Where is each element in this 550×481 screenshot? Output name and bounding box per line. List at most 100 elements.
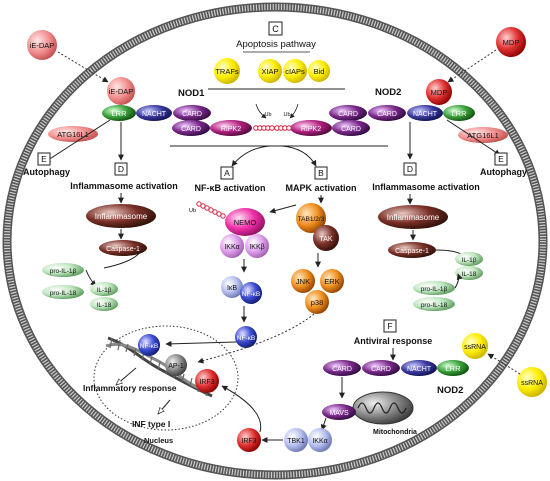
svg-text:NF-κB: NF-κB — [242, 291, 260, 298]
svg-text:TAK: TAK — [319, 236, 332, 243]
svg-text:B: B — [318, 168, 324, 178]
ap1-node: AP-1 — [165, 354, 187, 376]
svg-text:NF-κB: NF-κB — [237, 335, 255, 342]
svg-text:CARD: CARD — [182, 111, 202, 118]
mdp-outside: MDP — [496, 27, 526, 57]
ub-label-left: Ub — [264, 112, 271, 118]
svg-text:IL-1β: IL-1β — [462, 257, 477, 264]
irf3-node-nucleus: IRF3 — [195, 369, 219, 393]
ub-label-nemo: Ub — [189, 208, 196, 214]
svg-text:pro-IL-1β: pro-IL-1β — [50, 268, 77, 275]
pro-il1b-right: pro-IL-1β — [413, 281, 455, 295]
il1b-left: IL-1β — [90, 282, 118, 296]
bid-node: Bid — [308, 60, 330, 82]
inflammasome-activation-right-label: Inflammasome activation — [372, 182, 480, 192]
ikb-node: IκB — [221, 276, 243, 298]
autophagy-right-label: Autophagy — [480, 167, 527, 177]
inflammatory-response-label: Inflammatory response — [83, 383, 177, 393]
trafs-node: TRAFs — [214, 58, 240, 84]
pro-il18-left: pro-IL-18 — [42, 285, 84, 299]
svg-text:NEMO: NEMO — [234, 218, 257, 227]
p38-node: p38 — [305, 290, 329, 314]
box-e-right — [494, 152, 508, 166]
nod2-antiviral-label: NOD2 — [437, 385, 463, 396]
svg-text:TAB1/2/3: TAB1/2/3 — [298, 216, 325, 223]
svg-text:LRR: LRR — [451, 109, 467, 118]
mavs-node: MAVS — [322, 404, 356, 420]
nod1-lrr: LRR — [102, 105, 136, 121]
ssrna-outside: ssRNA — [517, 367, 547, 397]
nod1-card-bottom: CARD — [172, 120, 210, 136]
atg16l1-right: ATG16L1 — [458, 127, 508, 143]
svg-text:NACHT: NACHT — [407, 366, 432, 373]
box-c-label: C — [272, 24, 279, 34]
ub-label-right: Ub — [283, 112, 290, 118]
svg-text:CARD: CARD — [377, 111, 397, 118]
svg-text:IKKβ: IKKβ — [249, 244, 264, 251]
nod2-card-2: CARD — [368, 105, 406, 121]
pro-il18-right: pro-IL-18 — [413, 297, 455, 311]
svg-text:D: D — [407, 164, 413, 174]
svg-text:IRF3: IRF3 — [199, 379, 214, 386]
svg-text:IKKα: IKKα — [312, 438, 327, 445]
nod2-antiviral-nacht: NACHT — [401, 360, 437, 376]
svg-text:IRF3: IRF3 — [241, 438, 256, 445]
svg-text:AP-1: AP-1 — [168, 363, 184, 370]
apoptosis-pathway-label: Apoptosis pathway — [236, 39, 316, 50]
nod2-antiviral-card-2: CARD — [362, 360, 400, 376]
tbk1-node: TBK1 — [284, 428, 308, 452]
svg-text:RIPK2: RIPK2 — [221, 126, 241, 133]
inf-type1-label: INF type I — [132, 419, 170, 429]
svg-text:IκB: IκB — [227, 285, 237, 292]
svg-text:NACHT: NACHT — [413, 111, 438, 118]
svg-text:pro-IL-18: pro-IL-18 — [421, 302, 448, 309]
box-c — [268, 21, 283, 36]
svg-text:F: F — [387, 321, 392, 331]
irf3-node-cytoplasm: IRF3 — [237, 428, 261, 452]
svg-text:ATG16L1: ATG16L1 — [467, 131, 499, 140]
autophagy-left-label: Autophagy — [23, 167, 70, 177]
mitochondria-label: Mitochondria — [373, 429, 417, 436]
nod2-nacht: NACHT — [407, 105, 443, 121]
box-a — [220, 166, 234, 180]
ub-chain-left — [253, 125, 275, 131]
ub-chain-right — [274, 125, 292, 131]
ikka-node: IKKα — [220, 234, 244, 258]
svg-text:ssRNA: ssRNA — [521, 380, 543, 387]
box-b — [314, 166, 328, 180]
svg-text:RIPK2: RIPK2 — [301, 126, 321, 133]
svg-text:iE-DAP: iE-DAP — [109, 87, 134, 96]
nod2-antiviral-card-1: CARD — [323, 360, 361, 376]
nucleus-membrane — [93, 325, 239, 431]
svg-text:IL-18: IL-18 — [462, 271, 477, 278]
nucleus-label: Nucleus — [144, 436, 173, 445]
svg-text:ssRNA: ssRNA — [464, 344, 486, 351]
atg16l1-left: ATG16L1 — [48, 126, 98, 142]
svg-text:cIAPs: cIAPs — [285, 67, 305, 76]
svg-text:TBK1: TBK1 — [287, 438, 305, 445]
il18-left: IL-18 — [90, 297, 118, 311]
svg-text:CARD: CARD — [338, 111, 358, 118]
mdp-bound: MDP — [426, 79, 452, 105]
svg-text:CARD: CARD — [371, 366, 391, 373]
nod2-card-bottom: CARD — [332, 120, 370, 136]
svg-text:Inflammasome: Inflammasome — [95, 212, 148, 221]
ikkb-node: IKKβ — [245, 234, 269, 258]
box-f — [383, 319, 397, 333]
svg-text:E: E — [498, 154, 504, 164]
nod1-card-top: CARD — [173, 105, 211, 121]
svg-text:iE-DAP: iE-DAP — [30, 41, 55, 50]
svg-text:LRR: LRR — [445, 364, 461, 373]
svg-text:MDP: MDP — [431, 88, 448, 97]
svg-text:pro-IL-18: pro-IL-18 — [50, 290, 77, 297]
il18-right: IL-18 — [455, 266, 483, 280]
svg-text:CARD: CARD — [181, 126, 201, 133]
svg-text:D: D — [118, 164, 124, 174]
svg-text:TRAFs: TRAFs — [215, 67, 239, 76]
svg-text:Caspase-1: Caspase-1 — [106, 246, 140, 253]
nod1-ripk2: RIPK2 — [210, 120, 252, 136]
svg-text:MAVS: MAVS — [329, 410, 349, 417]
ie-dap-outside: iE-DAP — [27, 30, 57, 60]
svg-text:JNK: JNK — [296, 277, 310, 286]
